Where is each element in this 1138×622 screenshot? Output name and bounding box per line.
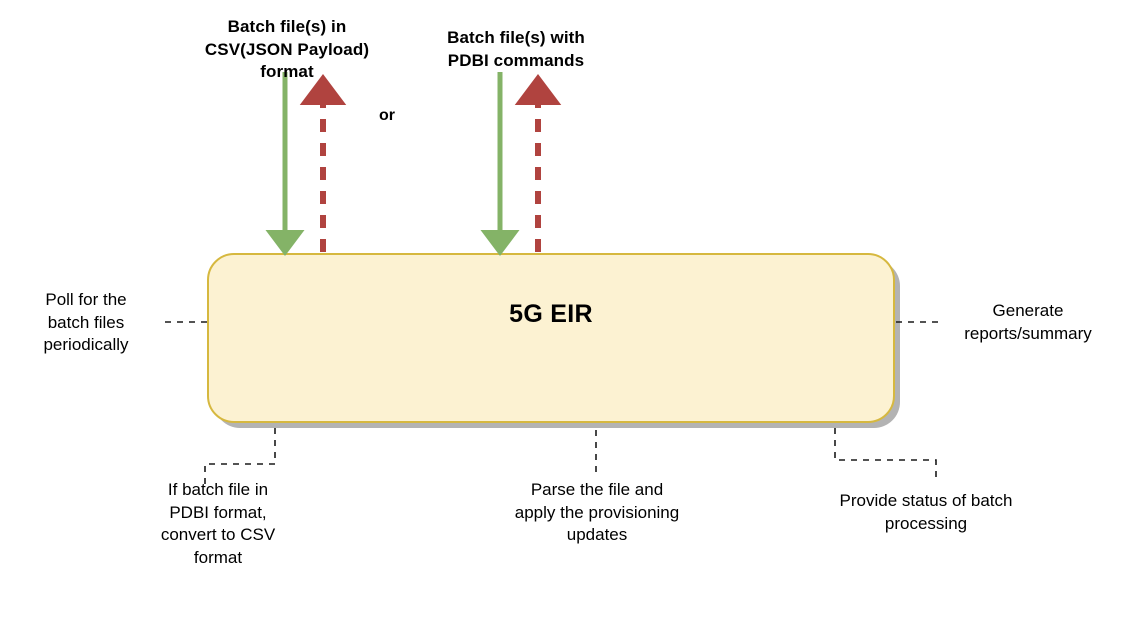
callout-leader-status xyxy=(834,428,937,481)
input-label-csv-batch-file: Batch file(s) in CSV(JSON Payload) forma… xyxy=(204,17,370,82)
callout-label-poll-batch-files: Poll for the batch files periodically xyxy=(43,290,129,355)
central-node-title: 5G EIR xyxy=(509,300,593,328)
callout-label-generate-reports: Generate reports/summary xyxy=(964,301,1092,343)
callout-label-parse-and-apply: Parse the file and apply the provisionin… xyxy=(514,480,680,545)
callout-leader-convert xyxy=(204,428,276,484)
callout-label-provide-status: Provide status of batch processing xyxy=(839,491,1013,533)
central-node-box xyxy=(207,253,895,423)
separator-label-or: or xyxy=(379,107,395,124)
input-label-pdbi-batch-file: Batch file(s) with PDBI commands xyxy=(447,28,585,70)
callout-label-convert-to-csv: If batch file in PDBI format, convert to… xyxy=(160,480,276,567)
